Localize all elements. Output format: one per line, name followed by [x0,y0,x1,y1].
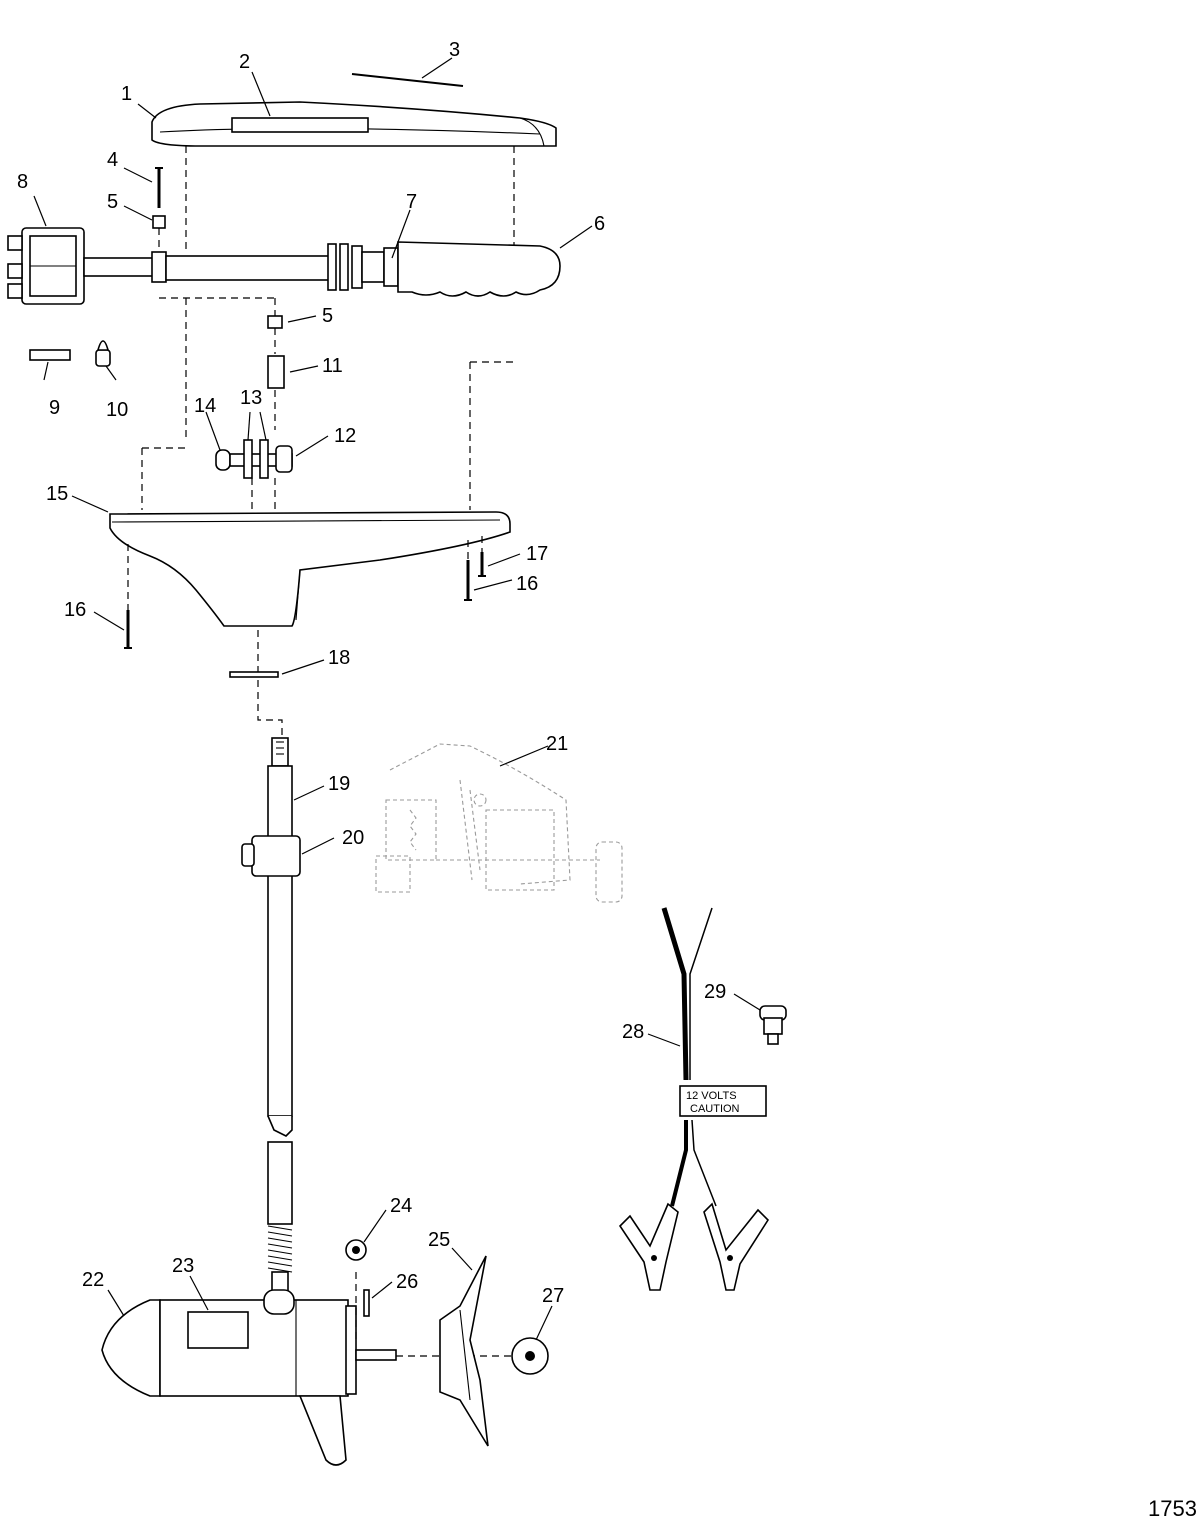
callout-5-upper: 5 [107,191,118,213]
bushing-11 [267,355,285,389]
prop-washer [511,1337,549,1375]
lower-housing [109,511,511,627]
wire-connector [95,340,111,367]
shaft-collar [241,835,301,877]
screw-16-left [124,610,132,649]
callout-16-right: 16 [516,573,538,595]
switch [7,227,85,305]
callout-24: 24 [390,1195,412,1217]
callout-26: 26 [396,1271,418,1293]
callout-labels: 1 2 3 4 5 6 7 8 9 10 5 11 12 13 14 15 16… [17,39,726,1307]
fuse [29,349,71,361]
motor-label [187,1311,249,1349]
leader-lines [33,57,761,1341]
callout-14: 14 [194,395,216,417]
callout-17: 17 [526,543,548,565]
callout-19: 19 [328,773,350,795]
decal-strip [351,73,464,87]
callout-7: 7 [406,191,417,213]
tiller-handle [83,241,561,297]
callout-12: 12 [334,425,356,447]
callout-2: 2 [239,51,250,73]
callout-15: 15 [46,483,68,505]
mount-bracket [375,743,623,903]
spacer-5-upper [152,215,166,229]
washer-18 [229,671,279,678]
motor-shaft [267,737,293,1297]
warning-label-line1: 12 VOLTS [686,1090,737,1102]
callout-29: 29 [704,981,726,1003]
callout-21: 21 [546,733,568,755]
callout-22: 22 [82,1269,104,1291]
prop-nut [345,1239,367,1261]
bolt-assembly [215,439,293,479]
screw-4 [155,167,163,208]
callout-25: 25 [428,1229,450,1251]
callout-28: 28 [622,1021,644,1043]
callout-8: 8 [17,171,28,193]
warning-label: 12 VOLTS CAUTION [679,1085,767,1117]
callout-23: 23 [172,1255,194,1277]
callout-6: 6 [594,213,605,235]
battery-cable [618,907,770,1291]
callout-10: 10 [106,399,128,421]
propeller [439,1255,489,1447]
callout-3: 3 [449,39,460,61]
drive-pin [363,1289,370,1317]
callout-27: 27 [542,1285,564,1307]
spacer-5-lower [267,315,283,329]
callout-18: 18 [328,647,350,669]
cover-decal [231,117,369,133]
screw-16-right [464,560,472,601]
callout-11: 11 [322,355,343,377]
warning-label-line2: CAUTION [690,1103,740,1115]
figure-number: 1753 [1148,1496,1197,1521]
callout-4: 4 [107,149,118,171]
cable-boot [759,1005,787,1045]
callout-5-lower: 5 [322,305,333,327]
callout-16-left: 16 [64,599,86,621]
callout-9: 9 [49,397,60,419]
callout-20: 20 [342,827,364,849]
callout-1: 1 [121,83,132,105]
callout-13: 13 [240,387,262,409]
screw-17 [478,552,486,577]
